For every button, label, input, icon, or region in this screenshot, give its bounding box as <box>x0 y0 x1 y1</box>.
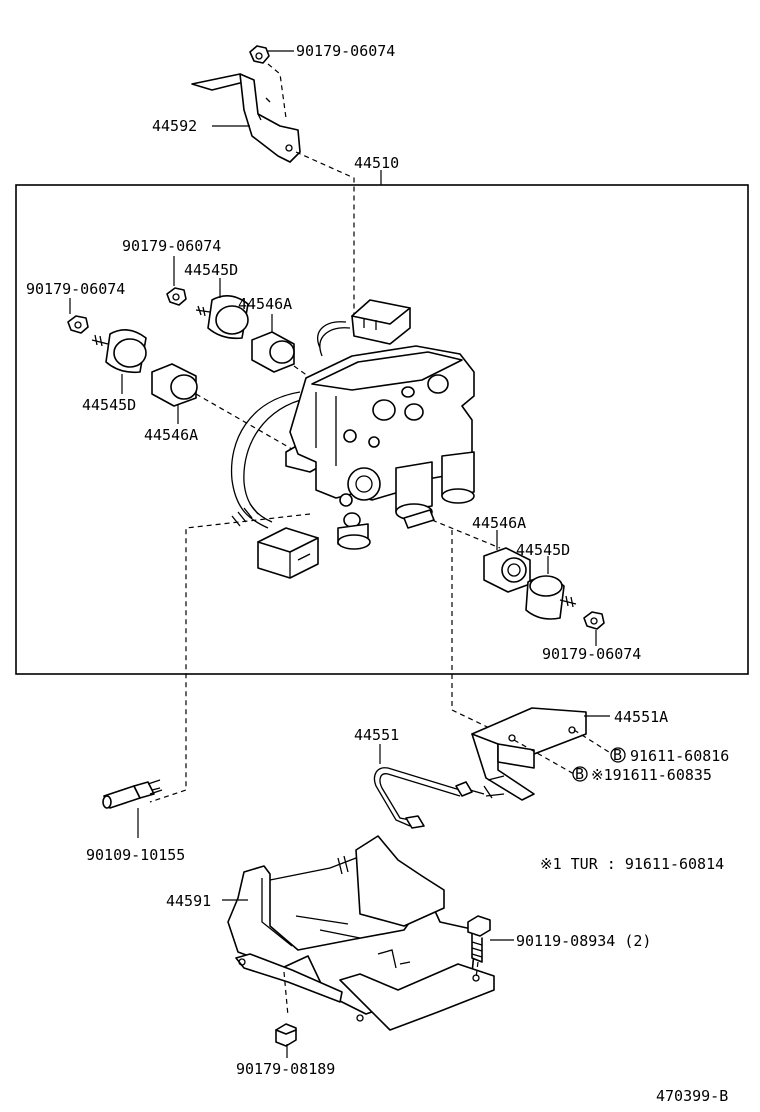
right-solenoid-icon <box>525 575 577 620</box>
label-nut-top: 90179-06074 <box>296 42 395 60</box>
right-bracket-icon <box>471 707 587 801</box>
bolt-dash <box>475 961 479 979</box>
label-solenoid-d-upper: 44545D <box>184 261 238 279</box>
label-bracket-bottom: 44591 <box>166 892 211 910</box>
b-marker-2 <box>572 766 588 782</box>
sensor-dash <box>149 513 311 803</box>
top-bracket-icon <box>191 73 301 163</box>
label-bolt-b1: 91611-60816 <box>630 747 729 765</box>
top-dash-1 <box>267 63 287 119</box>
top-dash-2 <box>295 151 355 330</box>
left-spacer-icon <box>151 363 198 407</box>
top-nut-icon <box>249 45 270 64</box>
label-nut-left-upper: 90179-06074 <box>122 237 221 255</box>
left-dash <box>195 393 326 469</box>
label-bracket-right: 44551A <box>614 708 668 726</box>
upper-spacer-icon <box>251 331 295 373</box>
left-nut-icon <box>67 315 89 334</box>
label-note: ※1 TUR : 91611-60814 <box>540 855 724 873</box>
label-bolt-bottom: 90119-08934 (2) <box>516 932 651 950</box>
actuator-body-icon <box>230 299 475 579</box>
b-marker-1 <box>610 747 626 763</box>
label-clip-bottom: 90179-08189 <box>236 1060 335 1078</box>
label-sensor: 90109-10155 <box>86 846 185 864</box>
assembly-frame <box>15 184 749 675</box>
b-marker-1-text: B <box>613 746 622 764</box>
bolt1-dash <box>573 729 613 755</box>
bolt2-dash <box>513 739 575 775</box>
label-solenoid-d-left: 44545D <box>82 396 136 414</box>
label-spacer-a-upper: 44546A <box>238 295 292 313</box>
upper-nut-icon <box>166 287 187 306</box>
label-bracket-top: 44592 <box>152 117 197 135</box>
label-pipe: 44551 <box>354 726 399 744</box>
b-marker-2-text: B <box>575 765 584 783</box>
label-bolt-b2: ※191611-60835 <box>591 766 712 784</box>
label-nut-right: 90179-06074 <box>542 645 641 663</box>
label-actuator: 44510 <box>354 154 399 172</box>
clip-dash <box>283 971 289 1017</box>
left-solenoid-icon <box>91 329 147 374</box>
bottom-bolt-icon <box>467 915 491 963</box>
right-dash <box>431 519 501 549</box>
label-spacer-a-left: 44546A <box>144 426 198 444</box>
sensor-icon <box>102 779 163 809</box>
label-spacer-a-right: 44546A <box>472 514 526 532</box>
pipe-icon <box>373 767 505 829</box>
label-solenoid-d-right: 44545D <box>516 541 570 559</box>
upper-solenoid-icon <box>195 295 249 340</box>
label-nut-left: 90179-06074 <box>26 280 125 298</box>
bottom-clip-icon <box>275 1023 297 1047</box>
label-figure-id: 470399-B <box>656 1087 728 1105</box>
bottom-bracket-icon <box>227 835 495 1031</box>
right-nut-icon <box>583 611 605 630</box>
